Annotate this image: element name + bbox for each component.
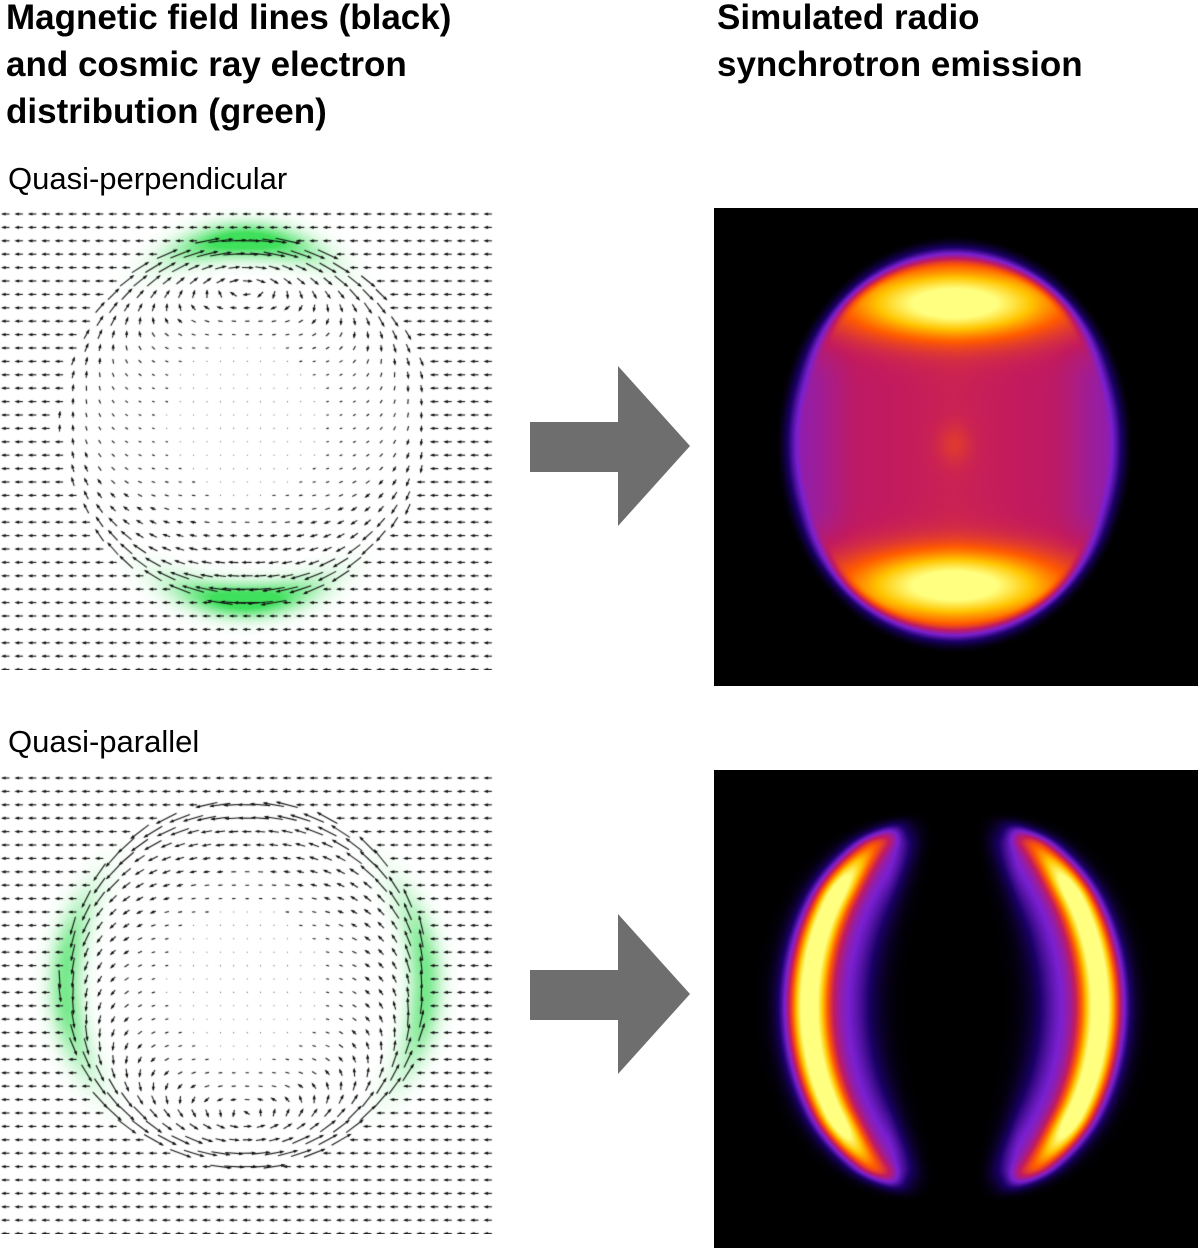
heading-line: distribution (green): [6, 92, 327, 131]
right-arrow-icon: [530, 914, 690, 1074]
quasi-perpendicular-field-plot: [0, 208, 500, 670]
heading-line: Simulated radio: [717, 0, 980, 37]
heading-line: Magnetic field lines (black): [6, 0, 452, 37]
left-column-heading: Magnetic field lines (black) and cosmic …: [6, 0, 451, 135]
right-column-heading: Simulated radio synchrotron emission: [717, 0, 1083, 88]
right-arrow-icon: [530, 366, 690, 526]
quasi-parallel-label: Quasi-parallel: [8, 724, 200, 759]
quasi-parallel-field-plot: [0, 772, 500, 1234]
heading-line: and cosmic ray electron: [6, 45, 407, 84]
quasi-perpendicular-label: Quasi-perpendicular: [8, 161, 288, 196]
arrow-shape: [530, 914, 690, 1074]
heading-line: synchrotron emission: [717, 45, 1083, 84]
quasi-parallel-emission-map: [714, 770, 1198, 1248]
arrow-shape: [530, 366, 690, 526]
quasi-perpendicular-emission-map: [714, 208, 1198, 686]
